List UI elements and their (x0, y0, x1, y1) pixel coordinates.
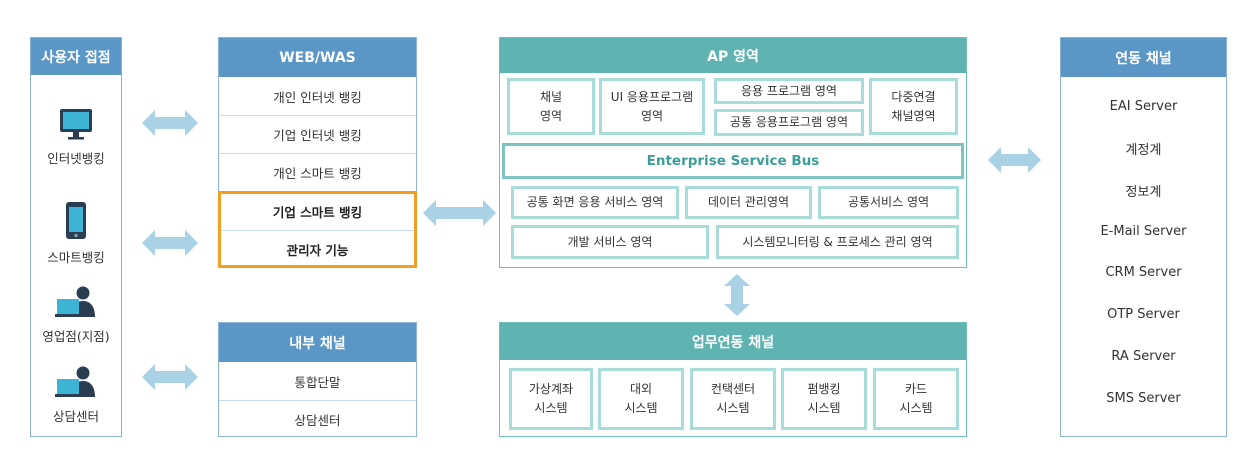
link-channel-item: RA Server (1111, 349, 1176, 364)
smartphone-icon (66, 202, 86, 239)
person-laptop-icon (55, 366, 95, 397)
link-channel-item: 계정계 (1125, 143, 1162, 158)
business-channel-panel: 업무연동 채널 가상계좌 시스템 대외 시스템 컨택센터 시스템 펌뱅킹 시스템… (499, 322, 967, 437)
link-channel-title: 연동 채널 (1061, 38, 1226, 77)
user-access-title: 사용자 접점 (31, 38, 121, 75)
internal-channel-title: 내부 채널 (219, 323, 416, 362)
ap-cell: 다중연결 채널영역 (869, 78, 958, 135)
link-channel-item: 정보계 (1125, 185, 1162, 200)
user-item-label: 인터넷뱅킹 (47, 151, 105, 166)
user-item-call-center: 상담센터 (31, 364, 121, 425)
link-channel-item: E-Mail Server (1100, 224, 1187, 239)
internal-channel-row: 통합단말 (294, 374, 341, 390)
business-cell: 컨택센터 시스템 (690, 368, 776, 430)
link-channel-item: EAI Server (1109, 99, 1178, 114)
web-was-title: WEB/WAS (219, 38, 416, 77)
business-cell: 카드 시스템 (873, 368, 959, 430)
ap-cell: 공통 화면 응용 서비스 영역 (511, 186, 679, 219)
business-channel-title: 업무연동 채널 (500, 323, 966, 360)
ap-area-title: AP 영역 (500, 38, 966, 73)
person-laptop-icon (55, 286, 95, 317)
monitor-icon (60, 109, 92, 140)
user-access-panel: 사용자 접점 인터넷뱅킹 스마트뱅킹 영업점(지점) (30, 37, 122, 437)
link-channel-panel: 연동 채널 EAI Server 계정계 정보계 E-Mail Server C… (1060, 37, 1227, 437)
ap-cell: 시스템모니터링 & 프로세스 관리 영역 (716, 225, 959, 259)
user-item-label: 상담센터 (52, 409, 99, 424)
ap-cell: 개발 서비스 영역 (511, 225, 709, 259)
ap-cell: 채널 영역 (507, 78, 595, 135)
web-was-row: 기업 스마트 뱅킹 (272, 205, 363, 220)
user-item-branch: 영업점(지점) (31, 284, 121, 345)
business-cell: 대외 시스템 (598, 368, 684, 430)
double-arrow-icon (142, 230, 198, 256)
user-item-label: 스마트뱅킹 (47, 250, 105, 265)
business-cell: 펌뱅킹 시스템 (781, 368, 867, 430)
link-channel-item: CRM Server (1105, 265, 1182, 280)
double-arrow-icon (142, 110, 198, 136)
user-item-smart-banking: 스마트뱅킹 (31, 201, 121, 266)
internal-channel-row: 상담센터 (219, 400, 416, 437)
link-channel-item: OTP Server (1107, 307, 1180, 322)
vertical-double-arrow-icon (724, 274, 750, 316)
ap-cell: UI 응용프로그램 영역 (599, 78, 705, 135)
web-was-panel: WEB/WAS 개인 인터넷 뱅킹 기업 인터넷 뱅킹 개인 스마트 뱅킹 기업… (218, 37, 417, 268)
ap-cell: 데이터 관리영역 (685, 186, 812, 219)
double-arrow-icon (423, 200, 496, 226)
ap-cell: 응용 프로그램 영역 (714, 78, 864, 104)
business-cell: 가상계좌 시스템 (509, 368, 593, 430)
double-arrow-icon (142, 364, 198, 390)
web-was-row: 개인 스마트 뱅킹 (219, 153, 416, 191)
ap-cell: 공통 응용프로그램 영역 (714, 109, 864, 136)
link-channel-item: SMS Server (1106, 391, 1181, 406)
ap-cell: 공통서비스 영역 (818, 186, 959, 219)
web-was-row: 관리자 기능 (219, 230, 416, 267)
web-was-row: 개인 인터넷 뱅킹 (273, 89, 362, 105)
web-was-row: 기업 인터넷 뱅킹 (219, 115, 416, 153)
user-item-internet-banking: 인터넷뱅킹 (31, 106, 121, 167)
double-arrow-icon (988, 147, 1041, 173)
internal-channel-panel: 내부 채널 통합단말 상담센터 (218, 322, 417, 437)
user-item-label: 영업점(지점) (42, 329, 110, 344)
enterprise-service-bus: Enterprise Service Bus (502, 143, 964, 179)
ap-area-panel: AP 영역 채널 영역 UI 응용프로그램 영역 응용 프로그램 영역 공통 응… (499, 37, 967, 268)
